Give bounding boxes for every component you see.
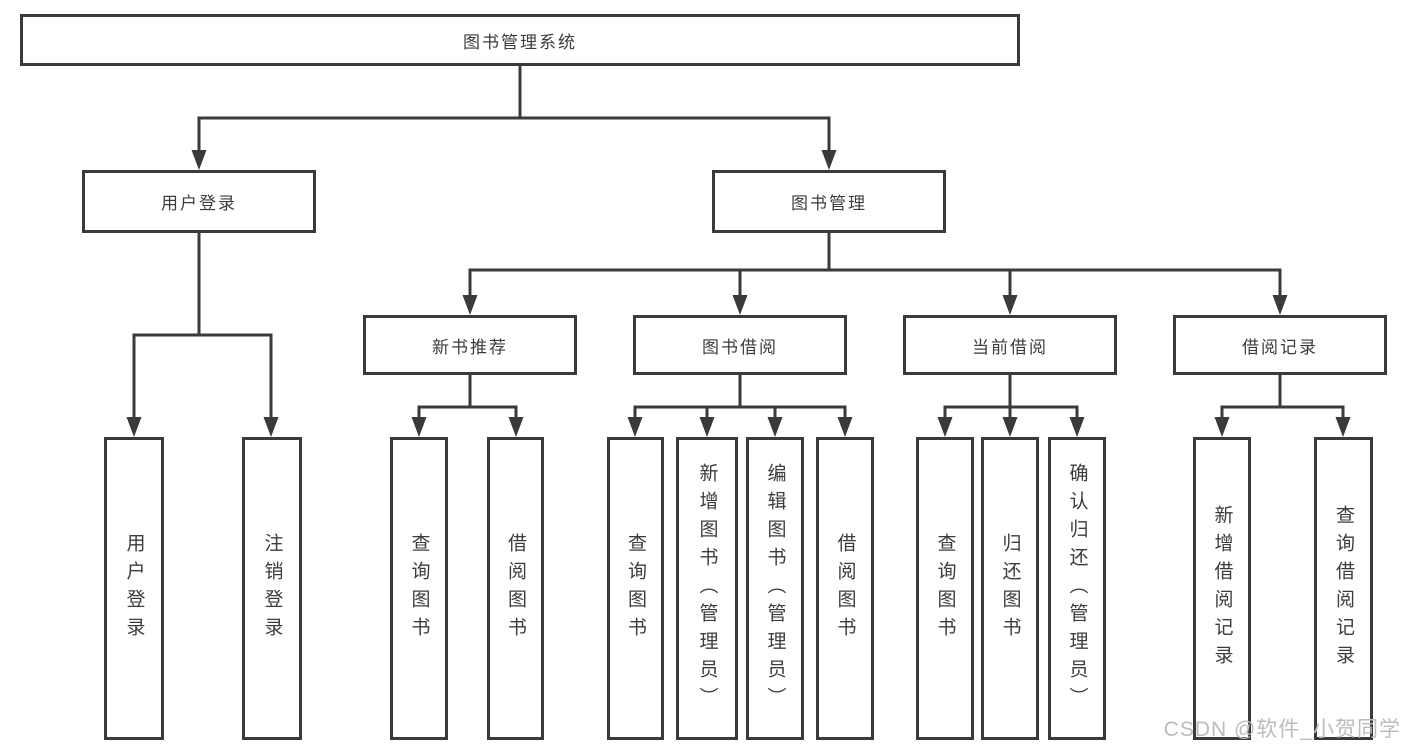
node-user-login-branch: 用户登录 [82,170,316,233]
leaf-add-borrow-record: 新增借阅记录 [1193,437,1251,740]
node-book-management-branch: 图书管理 [712,170,946,233]
leaf-confirm-return-admin: 确认归还（管理员） [1048,437,1106,740]
leaf-query-books-current: 查询图书 [916,437,974,740]
leaf-query-books-borrowing: 查询图书 [607,437,664,740]
leaf-add-book-admin: 新增图书（管理员） [676,437,738,740]
leaf-query-borrow-record: 查询借阅记录 [1314,437,1373,740]
arrowheads [126,150,1351,437]
watermark: CSDN @软件_小贺同学 [1163,718,1401,741]
node-current-borrowing: 当前借阅 [903,315,1117,375]
leaf-user-login: 用户登录 [104,437,164,740]
leaf-borrow-books-recommendation: 借阅图书 [487,437,544,740]
leaf-logout: 注销登录 [242,437,302,740]
leaf-query-books-recommendation: 查询图书 [390,437,448,740]
leaf-borrow-books-borrowing: 借阅图书 [816,437,874,740]
node-library-management-system: 图书管理系统 [20,14,1020,66]
leaf-edit-book-admin: 编辑图书（管理员） [746,437,804,740]
leaf-return-books: 归还图书 [981,437,1039,740]
node-new-book-recommendation: 新书推荐 [363,315,577,375]
node-borrowing-records: 借阅记录 [1173,315,1387,375]
node-book-borrowing: 图书借阅 [633,315,847,375]
